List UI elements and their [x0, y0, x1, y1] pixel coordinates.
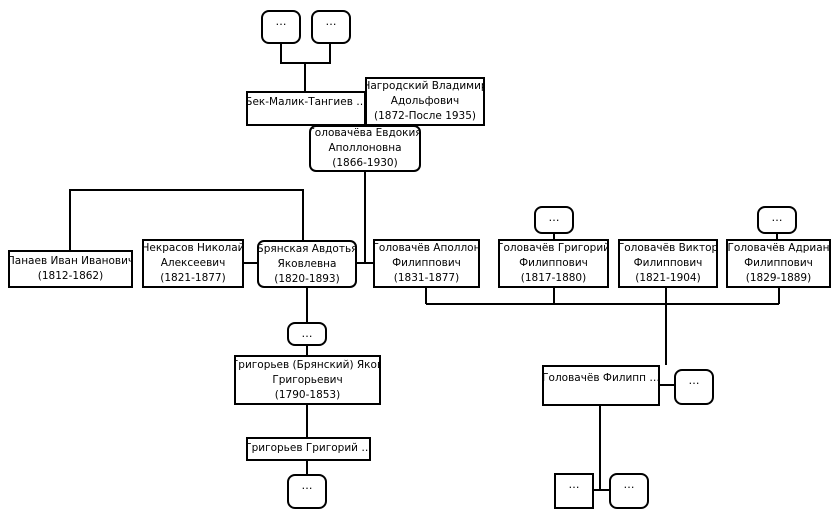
person-bryanskaya[interactable]: Брянская Авдотья Яковлевна (1820-1893): [257, 240, 357, 288]
person-golovachev-viktor[interactable]: Головачёв Виктор Филиппович (1821-1904): [618, 239, 718, 288]
person-years: (1829-1889): [745, 272, 812, 284]
person-golovachev-grigory[interactable]: Головачёв Григорий Филиппович (1817-1880…: [498, 239, 609, 288]
person-name: Головачёв Адриан: [727, 242, 830, 254]
person-name: Панаев Иван Иванович: [8, 255, 133, 267]
expand-grigoryev-grigory-parents[interactable]: …: [287, 474, 327, 509]
person-name: Григорьев (Брянский) Яков: [234, 358, 381, 371]
person-name: Некрасов Николай: [142, 242, 244, 254]
person-golovachev-apollon[interactable]: Головачёв Аполлон Филиппович (1831-1877): [373, 239, 480, 288]
person-years: (1872-После 1935): [373, 110, 477, 122]
person-years: (1812-1862): [37, 270, 104, 282]
expand-bryanskaya-relations[interactable]: …: [287, 322, 327, 346]
expand-grigory-parents[interactable]: …: [534, 206, 574, 234]
person-name: Головачёв Григорий: [498, 242, 609, 254]
person-patronymic: Филиппович: [519, 257, 588, 269]
person-golovacheva-evdokia[interactable]: Головачёва Евдокия Аполлоновна (1866-193…: [309, 125, 421, 172]
expand-filipp-mother[interactable]: …: [609, 473, 649, 509]
person-name: Брянская Авдотья: [257, 242, 357, 255]
person-bek-malik[interactable]: Бек-Малик-Тангиев …: [246, 91, 366, 126]
expand-adrian-parents[interactable]: …: [757, 206, 797, 234]
expand-parents-top-right[interactable]: …: [311, 10, 351, 44]
person-nekrasov[interactable]: Некрасов Николай Алексеевич (1821-1877): [142, 239, 244, 288]
person-patronymic: Алексеевич: [160, 257, 226, 269]
expand-filipp-spouse[interactable]: …: [674, 369, 714, 405]
person-golovachev-adrian[interactable]: Головачёв Адриан Филиппович (1829-1889): [726, 239, 831, 288]
person-nagrodsky[interactable]: Нагродский Владимир Адольфович (1872-Пос…: [365, 77, 485, 126]
expand-parents-top-left[interactable]: …: [261, 10, 301, 44]
person-patronymic: Аполлоновна: [328, 142, 402, 154]
person-patronymic: Григорьевич: [272, 373, 343, 386]
person-patronymic: Филиппович: [744, 257, 813, 269]
person-grigoryev-grigory[interactable]: Григорьев Григорий …: [246, 437, 371, 461]
person-grigoryev-yakov[interactable]: Григорьев (Брянский) Яков Григорьевич (1…: [234, 355, 381, 405]
expand-filipp-father[interactable]: …: [554, 473, 594, 509]
person-patronymic: Адольфович: [390, 95, 460, 107]
person-name: Нагродский Владимир: [365, 80, 485, 92]
person-years: (1790-1853): [274, 388, 341, 401]
person-name: Головачёв Филипп …: [542, 372, 660, 384]
person-name: Головачёв Виктор: [618, 242, 718, 254]
person-years: (1866-1930): [332, 157, 398, 169]
person-panaev[interactable]: Панаев Иван Иванович (1812-1862): [8, 250, 133, 288]
person-patronymic: Яковлевна: [277, 257, 337, 270]
person-years: (1821-1904): [635, 272, 701, 284]
person-patronymic: Филиппович: [392, 257, 461, 269]
person-name: Головачёва Евдокия: [309, 127, 421, 139]
person-years: (1821-1877): [160, 272, 226, 284]
person-name: Головачёв Аполлон: [373, 242, 480, 254]
person-golovachev-filipp[interactable]: Головачёв Филипп …: [542, 365, 660, 406]
person-name: Григорьев Григорий …: [246, 442, 371, 454]
person-patronymic: Филиппович: [633, 257, 703, 269]
person-years: (1831-1877): [393, 272, 460, 284]
person-years: (1820-1893): [274, 272, 340, 285]
person-name: Бек-Малик-Тангиев …: [246, 96, 366, 108]
person-years: (1817-1880): [520, 272, 587, 284]
